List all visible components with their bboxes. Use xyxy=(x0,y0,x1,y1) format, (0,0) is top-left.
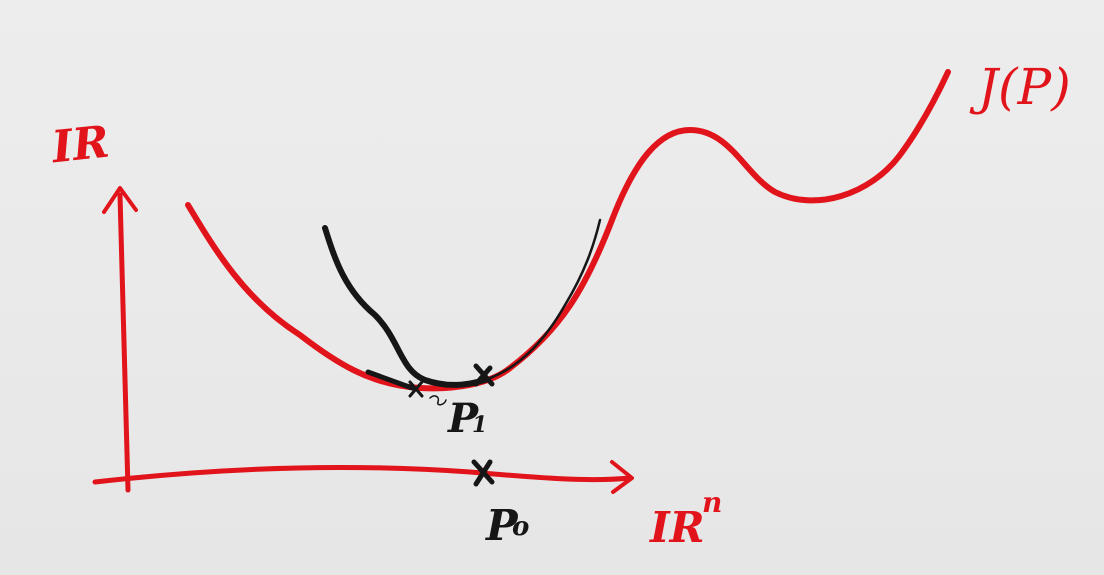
p0-axis-cross-mark xyxy=(471,459,495,487)
function-curve xyxy=(185,69,951,392)
tangent-segment xyxy=(365,369,415,391)
p1-cross-mark xyxy=(408,380,424,398)
x-axis-arrowhead xyxy=(610,460,634,494)
x-axis-label-superscript: n xyxy=(702,486,722,519)
approximation-curve xyxy=(322,225,488,388)
y-axis-arrowhead xyxy=(102,186,138,214)
approximation-curve-right xyxy=(483,218,602,382)
point-p1-subscript: 1 xyxy=(472,412,487,438)
point-p0-subscript: o xyxy=(512,512,529,542)
x-axis-label: IR xyxy=(649,503,705,552)
x-axis-line xyxy=(92,464,633,485)
p0-projection-cross-mark xyxy=(473,363,495,387)
y-axis-line xyxy=(117,192,131,493)
point-p1-label: P xyxy=(447,395,480,442)
point-p0-label: P xyxy=(485,501,519,550)
function-label: J(P) xyxy=(969,58,1071,116)
y-axis-label: IR xyxy=(48,117,112,174)
small-scribble xyxy=(429,395,447,406)
